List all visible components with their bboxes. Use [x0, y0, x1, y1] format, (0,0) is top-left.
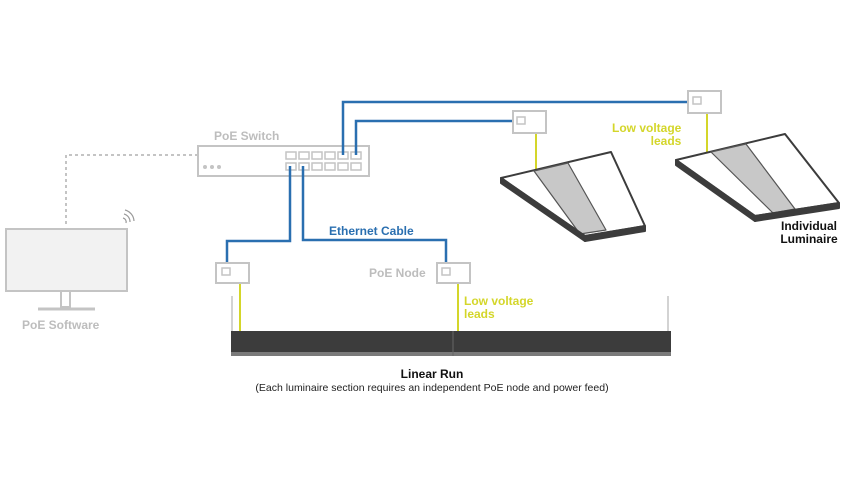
- low-voltage-leads-label-bottom: Low voltage leads: [464, 294, 534, 321]
- poe-node-luminaire-1: [512, 110, 547, 134]
- software-data-link: [65, 154, 198, 224]
- ethernet-cable-to-luminaire-node-1: [354, 119, 520, 155]
- linear-run-note: (Each luminaire section requires an inde…: [255, 382, 609, 394]
- wifi-icon: [122, 209, 135, 224]
- poe-node-linear-1: [215, 262, 250, 284]
- poe-node-luminaire-2: [687, 90, 722, 114]
- individual-luminaire-label: Individual Luminaire: [780, 219, 838, 246]
- linear-run-title: Linear Run: [400, 367, 464, 381]
- troffer-luminaire-1: [500, 151, 646, 242]
- monitor-icon: [5, 228, 128, 311]
- ethernet-cable-to-luminaire-node-2: [341, 100, 698, 155]
- low-voltage-leads: [239, 113, 708, 331]
- network-switch-icon: [197, 145, 370, 177]
- ethernet-cables: [225, 100, 698, 271]
- ethernet-cable-to-linear-node-1: [225, 166, 292, 271]
- linear-run-fixture: [231, 296, 671, 356]
- poe-switch-label: PoE Switch: [214, 129, 280, 143]
- low-voltage-leads-label-top: Low voltage leads: [612, 121, 682, 148]
- ethernet-cable-label: Ethernet Cable: [329, 224, 414, 238]
- poe-node-label: PoE Node: [369, 266, 426, 280]
- poe-software-label: PoE Software: [22, 318, 100, 332]
- ethernet-cable-to-linear-node-2: [301, 166, 448, 271]
- poe-node-linear-2: [436, 262, 471, 284]
- troffer-luminaire-2: [675, 133, 840, 222]
